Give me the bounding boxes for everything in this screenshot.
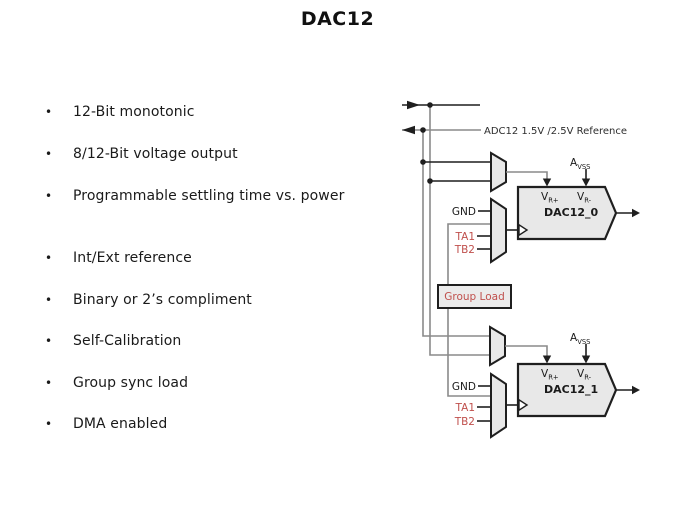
feature-bullet-list: • 12-Bit monotonic • 8/12-Bit voltage outpu…: [45, 102, 365, 435]
trigger-mux-0: GND TA1 TB2: [452, 197, 518, 264]
reference-mux-0: [490, 151, 552, 193]
bullet-text: DMA enabled: [73, 416, 168, 432]
group-load-label: Group Load: [444, 291, 505, 303]
clock-input-icon: [518, 223, 529, 237]
bullet-text: 8/12-Bit voltage output: [73, 146, 238, 162]
vr-plus-pin-label: VR+: [541, 191, 559, 205]
bullet-marker: •: [45, 376, 53, 390]
bullet-item: • Group sync load: [45, 373, 365, 394]
tb2-label: TB2: [454, 416, 475, 428]
bullet-item: • Int/Ext reference: [45, 248, 365, 269]
junction-dot: [427, 178, 433, 184]
adc12-reference-label: ADC12 1.5V /2.5V Reference: [484, 126, 627, 137]
page-title: DAC12: [300, 8, 375, 30]
bullet-item: • Programmable settling time vs. power: [45, 186, 365, 207]
dac12-1-block: VR+ VR- DAC12_1: [516, 362, 640, 418]
bullet-text: Binary or 2’s compliment: [73, 292, 252, 308]
vr-minus-pin-label: VR-: [577, 191, 592, 205]
arrow-right-icon: [407, 100, 420, 110]
ta1-label: TA1: [455, 402, 475, 414]
arrow-left-icon: [402, 125, 415, 135]
arrow-down-icon: [542, 355, 552, 364]
ta1-label: TA1: [455, 231, 475, 243]
bullet-item: • 12-Bit monotonic: [45, 102, 365, 123]
arrow-right-icon: [632, 385, 640, 395]
avss-label: AVSS: [570, 157, 590, 171]
tb2-label: TB2: [454, 244, 475, 256]
bullet-item: • Binary or 2’s compliment: [45, 290, 365, 311]
clock-input-icon: [518, 398, 529, 412]
bullet-text: Int/Ext reference: [73, 250, 192, 266]
junction-dot: [420, 127, 426, 133]
dac12-0-label: DAC12_0: [544, 206, 599, 219]
bullet-item: • Self-Calibration: [45, 331, 365, 352]
junction-dot: [427, 102, 433, 108]
avss-input-1: AVSS: [570, 332, 590, 364]
vr-plus-pin-label: VR+: [541, 368, 559, 382]
bullet-marker: •: [45, 147, 53, 161]
reference-mux-1: [489, 325, 552, 367]
avss-label: AVSS: [570, 332, 590, 346]
gnd-label: GND: [452, 206, 476, 218]
bullet-marker: •: [45, 417, 53, 431]
bullet-text: 12-Bit monotonic: [73, 104, 195, 120]
vr-minus-pin-label: VR-: [577, 368, 592, 382]
dac12-0-block: VR+ VR- DAC12_0: [516, 185, 640, 241]
avss-input-0: AVSS: [570, 157, 590, 187]
arrow-right-icon: [632, 208, 640, 218]
bullet-marker: •: [45, 251, 53, 265]
bullet-marker: •: [45, 334, 53, 348]
arrow-down-icon: [542, 178, 552, 187]
bullet-marker: •: [45, 293, 53, 307]
bullet-marker: •: [45, 189, 53, 203]
bullet-text: Programmable settling time vs. power: [73, 188, 345, 204]
bullet-item: • 8/12-Bit voltage output: [45, 144, 365, 165]
bullet-marker: •: [45, 105, 53, 119]
bullet-item: • DMA enabled: [45, 414, 365, 435]
arrow-down-icon: [581, 178, 591, 187]
dac12-1-label: DAC12_1: [544, 383, 598, 396]
arrow-down-icon: [581, 355, 591, 364]
gnd-label: GND: [452, 381, 476, 393]
signal-wires: [402, 100, 491, 397]
group-load-box: Group Load: [437, 284, 512, 309]
junction-dot: [420, 159, 426, 165]
trigger-mux-1: GND TA1 TB2: [452, 372, 518, 439]
bullet-text: Group sync load: [73, 375, 189, 391]
bullet-text: Self-Calibration: [73, 333, 182, 349]
